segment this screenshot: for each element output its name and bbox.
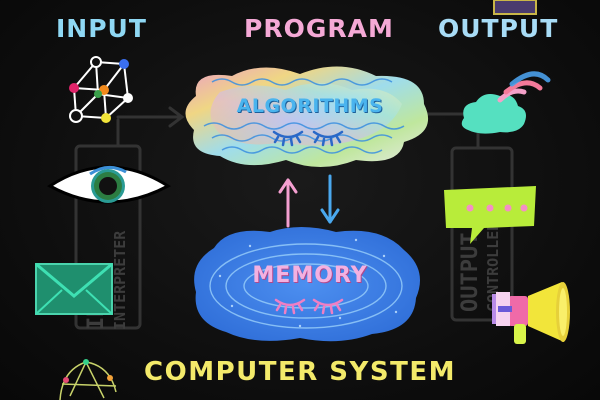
cloud-signal-icon — [461, 71, 551, 134]
eye-icon — [47, 165, 171, 204]
megaphone-icon — [492, 282, 570, 344]
output-controller-box — [450, 146, 514, 322]
memory-cloud — [194, 227, 420, 342]
input-interpreter-box — [74, 144, 142, 330]
corner-image-fragment — [493, 0, 537, 15]
program-memory-arrows — [278, 174, 340, 228]
cube-network-icon — [69, 56, 133, 123]
output-header: OUTPUT — [438, 14, 559, 43]
globe-network-icon — [59, 359, 117, 400]
speech-bubble-icon — [444, 186, 536, 244]
algorithms-label: ALGORITHMS — [236, 95, 384, 117]
arrow-down-icon — [320, 174, 340, 224]
algorithms-closed-eyes — [272, 130, 344, 147]
computer-system-title: COMPUTER SYSTEM — [144, 357, 456, 387]
program-header: PROGRAM — [244, 14, 394, 43]
memory-label: MEMORY — [252, 263, 368, 288]
input-to-program-connector — [116, 106, 185, 148]
memory-closed-eyes — [274, 298, 344, 315]
arrow-up-icon — [278, 178, 298, 228]
algorithms-cloud — [185, 66, 429, 167]
input-header: INPUT — [56, 14, 147, 43]
envelope-icon — [35, 262, 113, 315]
